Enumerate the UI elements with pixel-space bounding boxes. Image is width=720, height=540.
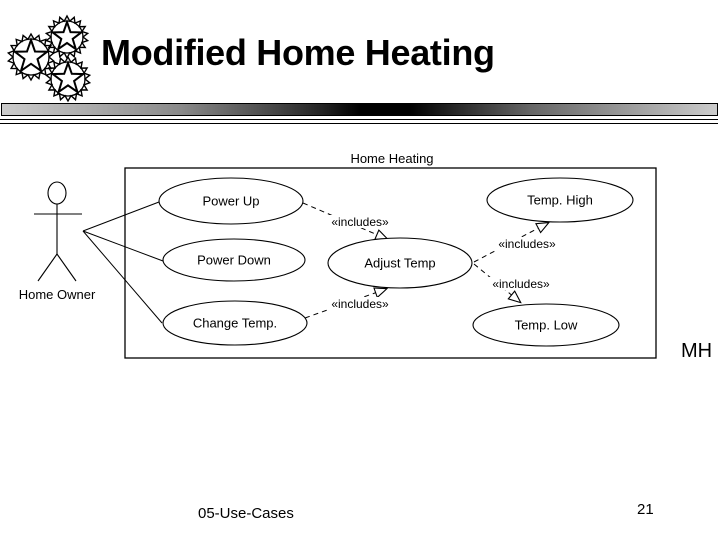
- use-case-label-temp-high: Temp. High: [527, 193, 593, 208]
- use-case-oval-power-up: [158, 177, 304, 225]
- include-label-backing: [494, 237, 560, 250]
- use-case-label-temp-low: Temp. Low: [515, 318, 578, 333]
- association-line: [82, 230, 164, 262]
- actor-body-line: [56, 253, 77, 282]
- star-icon: [49, 59, 87, 95]
- gear-star-logo-icon: [6, 14, 92, 103]
- use-case-oval-adjust-temp: [327, 237, 473, 289]
- author-initials-watermark: MH: [681, 340, 713, 362]
- include-stereotype-label: «includes»: [331, 215, 389, 229]
- system-boundary-label: Home Heating: [350, 151, 433, 166]
- association-line: [82, 201, 160, 232]
- use-case-label-power-down: Power Down: [197, 253, 271, 268]
- include-stereotype-label: «includes»: [492, 277, 550, 291]
- gear-ring-icon: [50, 20, 84, 54]
- association-line: [82, 230, 163, 324]
- use-case-label-adjust-temp: Adjust Temp: [364, 256, 435, 271]
- gear-ring-icon: [12, 38, 50, 76]
- use-case-oval-change-temp: [162, 300, 308, 346]
- use-case-oval-power-down: [162, 238, 306, 282]
- actor-body-line: [37, 253, 58, 282]
- include-stereotype-label: «includes»: [331, 297, 389, 311]
- star-icon: [11, 36, 51, 74]
- footer-deck-name: 05-Use-Cases: [198, 505, 294, 522]
- include-label-backing: [327, 297, 393, 310]
- include-label-backing: [327, 215, 393, 228]
- gradient-divider-bar: [1, 103, 718, 116]
- include-label-backing: [488, 277, 554, 290]
- use-case-label-change-temp: Change Temp.: [193, 316, 277, 331]
- gear-ring-icon: [50, 61, 86, 97]
- star-icon: [49, 18, 85, 52]
- use-case-label-power-up: Power Up: [202, 194, 259, 209]
- actor-label: Home Owner: [19, 287, 96, 302]
- actor-head: [47, 181, 67, 205]
- include-stereotype-label: «includes»: [498, 237, 556, 251]
- use-case-oval-temp-high: [486, 177, 634, 223]
- slide-page-number: 21: [637, 501, 654, 518]
- use-case-oval-temp-low: [472, 303, 620, 347]
- thin-divider-bar: [0, 119, 718, 124]
- slide-title: Modified Home Heating: [101, 32, 495, 73]
- include-arrow-adjust-temp-to-temp-high: [473, 223, 548, 263]
